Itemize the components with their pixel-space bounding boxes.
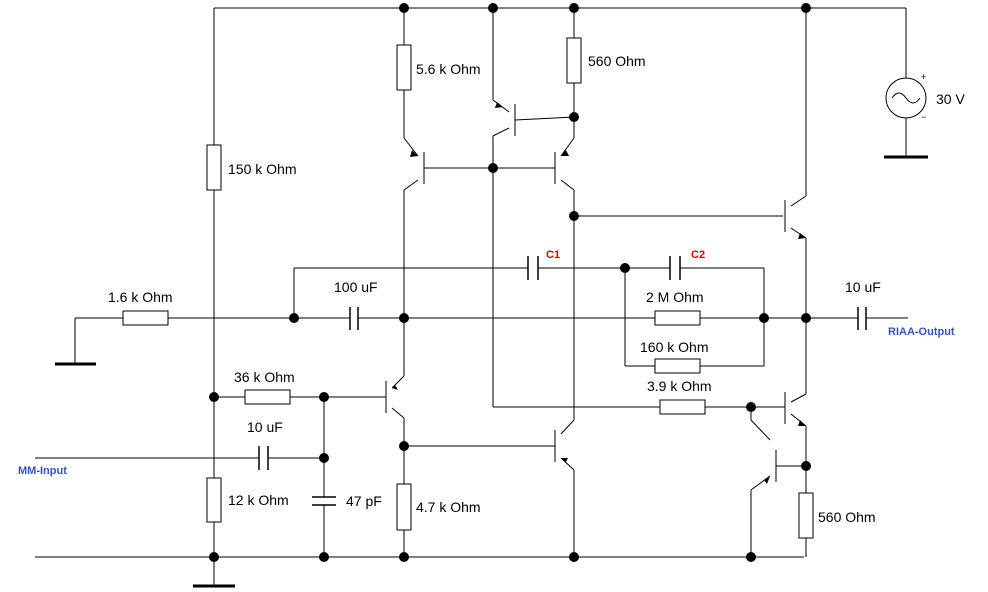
label-12k: 12 k Ohm (228, 492, 289, 508)
mm-input-label: MM-Input (18, 465, 67, 477)
component-labels: 5.6 k Ohm 560 Ohm 150 k Ohm 1.6 k Ohm 10… (18, 53, 965, 525)
resistor-36k (244, 389, 291, 405)
resistor-150k (206, 144, 222, 191)
resistor-160k (654, 358, 701, 374)
capacitor-100uf (349, 307, 359, 330)
resistor-2M (654, 310, 701, 326)
transistors (383, 102, 806, 484)
resistor-560-top (566, 37, 582, 84)
wires (35, 7, 908, 586)
label-100uf: 100 uF (334, 279, 378, 295)
capacitor-c2 (669, 256, 681, 280)
label-2m: 2 M Ohm (646, 289, 704, 305)
riaa-output-label: RIAA-Output (888, 326, 955, 338)
capacitor-c1 (527, 256, 539, 280)
resistor-560-bottom (798, 492, 814, 539)
label-47pf: 47 pF (346, 493, 382, 509)
capacitor-10uf-input (258, 446, 269, 470)
resistor-5k6 (396, 44, 412, 91)
voltage-source-30v (885, 77, 927, 119)
resistor-3k9 (659, 399, 706, 415)
plus-sign: + (921, 72, 926, 82)
resistors (122, 37, 814, 539)
junctions (209, 3, 811, 562)
label-160k: 160 k Ohm (640, 339, 708, 355)
capacitor-10uf-output (857, 307, 867, 330)
label-36k: 36 k Ohm (234, 369, 295, 385)
label-1k6: 1.6 k Ohm (108, 289, 173, 305)
label-10uf-output: 10 uF (845, 279, 881, 295)
label-560-top: 560 Ohm (588, 53, 646, 69)
capacitors (258, 256, 867, 506)
label-3k9: 3.9 k Ohm (647, 378, 712, 394)
label-4k7: 4.7 k Ohm (416, 499, 481, 515)
resistor-12k (206, 477, 222, 523)
label-10uf-input: 10 uF (247, 419, 283, 435)
label-150k: 150 k Ohm (228, 161, 296, 177)
minus-sign: − (921, 112, 926, 122)
label-c1: C1 (546, 249, 560, 261)
label-560-bottom: 560 Ohm (818, 509, 876, 525)
resistor-4k7 (396, 483, 412, 531)
label-c2: C2 (691, 249, 705, 261)
resistor-1k6 (122, 310, 169, 326)
ground-symbols (55, 155, 928, 588)
capacitor-47pf (312, 496, 336, 506)
label-30v: 30 V (936, 91, 965, 107)
label-5k6: 5.6 k Ohm (416, 61, 481, 77)
